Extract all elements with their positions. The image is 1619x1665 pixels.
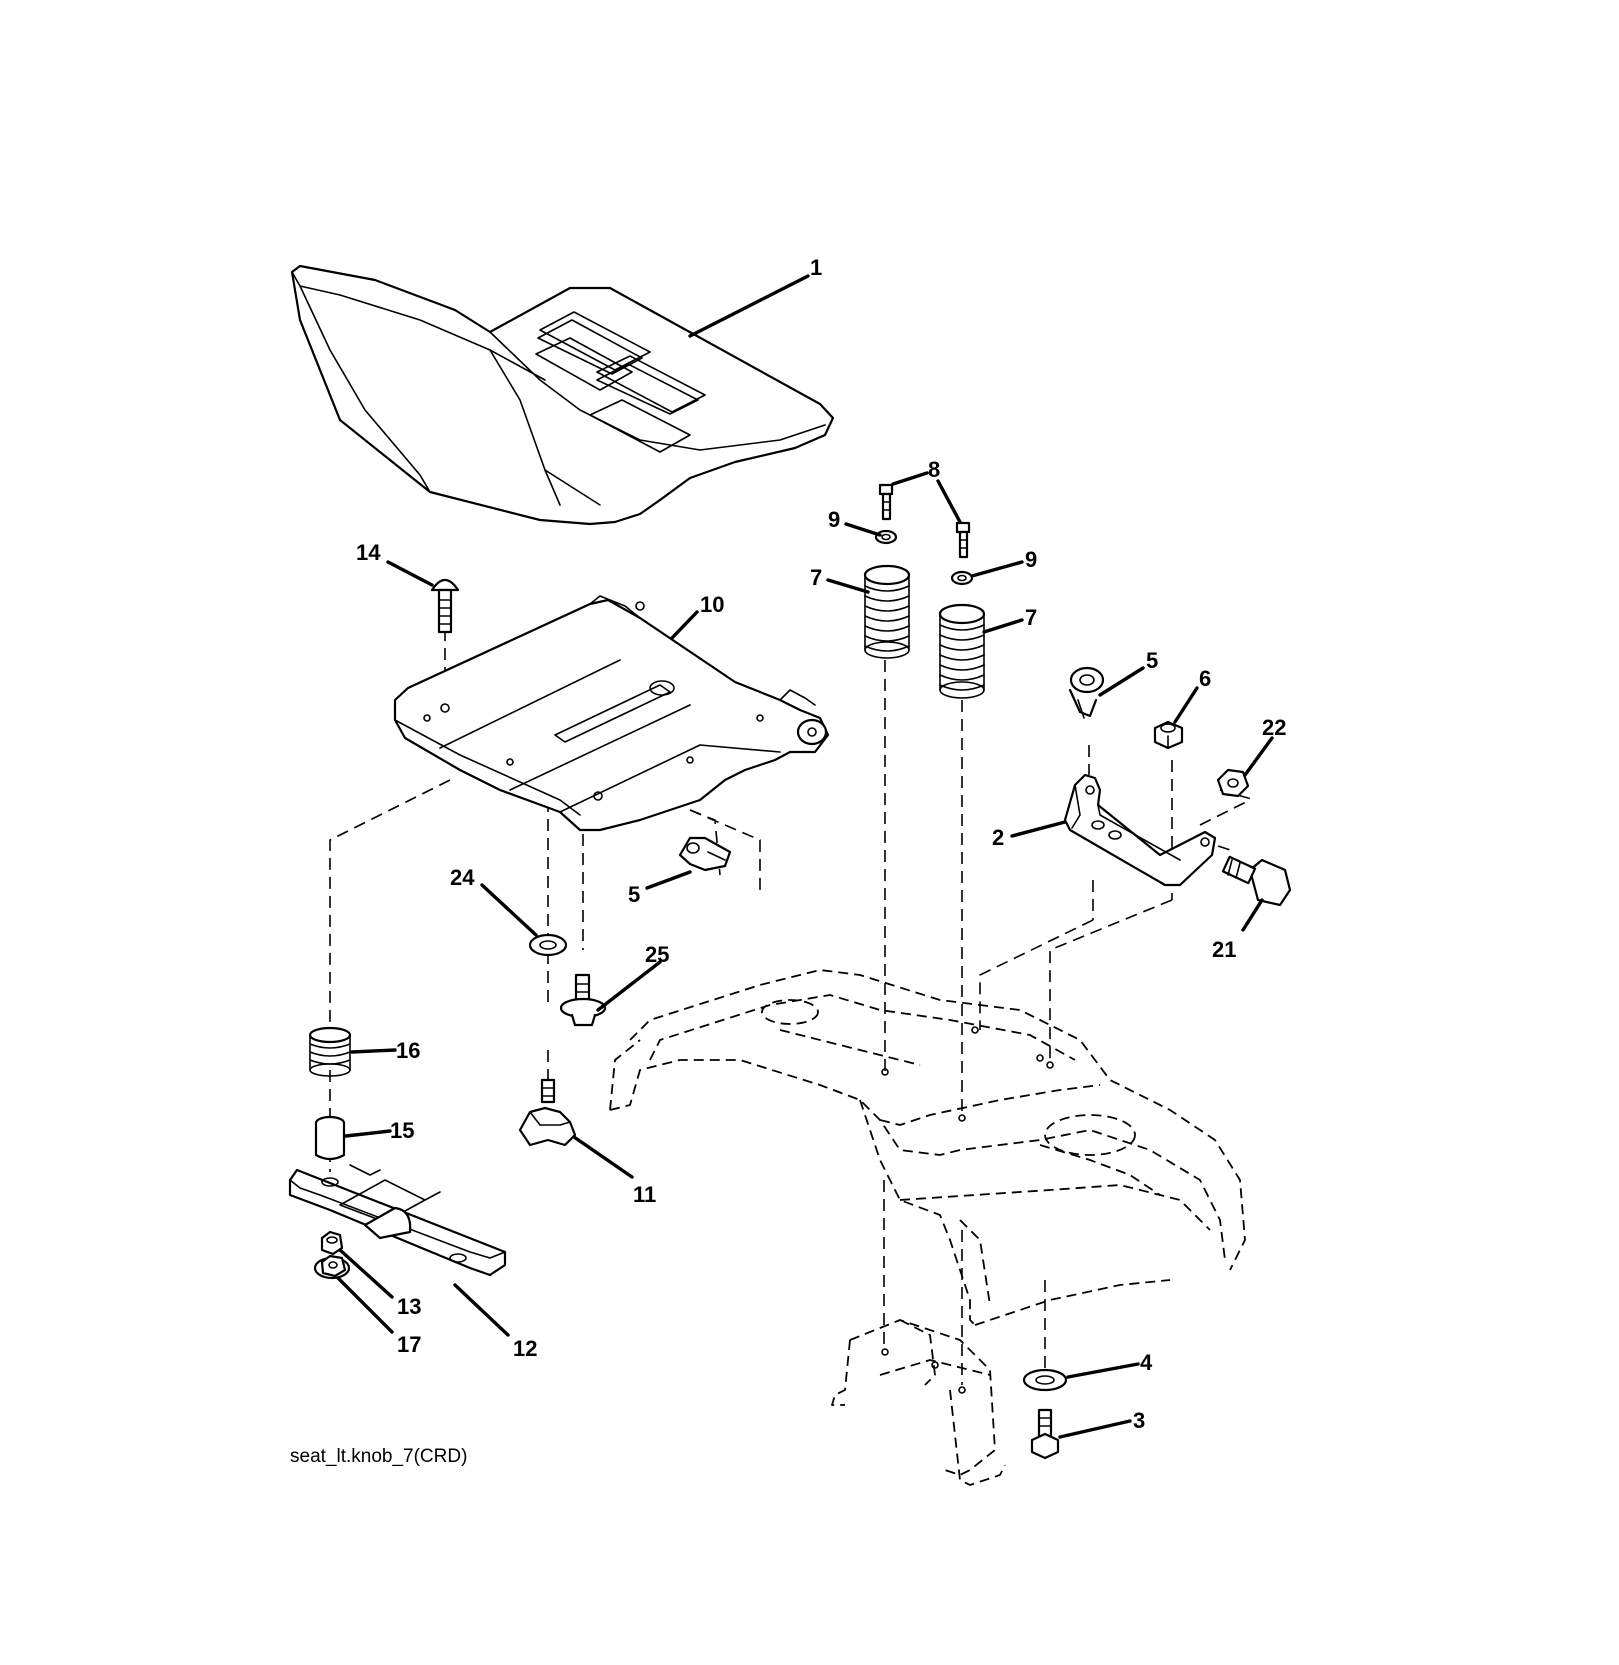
- callout-3: 3: [1133, 1408, 1145, 1433]
- lock-nut: [1216, 768, 1250, 798]
- hex-nut: [1153, 720, 1184, 750]
- washer-right: [950, 570, 974, 586]
- carriage-bolt: [430, 578, 460, 634]
- wire-clip-upper: [1068, 666, 1105, 719]
- callout-16: 16: [396, 1038, 420, 1063]
- callout-7: 7: [810, 565, 822, 590]
- callout-13: 13: [397, 1294, 421, 1319]
- compression-spring: [308, 1026, 352, 1077]
- callout-10: 10: [700, 592, 724, 617]
- frame-washer: [1022, 1368, 1068, 1392]
- callout-22: 22: [1262, 715, 1286, 740]
- hex-bolt-right: [955, 521, 971, 559]
- assembly-guide-lines: [329, 610, 1256, 1385]
- seat-cushion: [290, 264, 835, 526]
- callout-9: 9: [828, 507, 840, 532]
- hex-bolt-left: [878, 483, 894, 521]
- callout-2: 2: [992, 825, 1004, 850]
- callout-9: 9: [1025, 547, 1037, 572]
- callout-4: 4: [1140, 1350, 1153, 1375]
- seat-slide-rail: [288, 1164, 507, 1277]
- callout-24: 24: [450, 865, 475, 890]
- callout-5: 5: [628, 882, 640, 907]
- spring-right: [938, 603, 986, 699]
- seat-bracket: [1063, 773, 1217, 887]
- wire-clip-lower: [678, 836, 732, 872]
- callout-14: 14: [356, 540, 381, 565]
- spacer: [314, 1115, 346, 1161]
- flange-nut: [320, 1230, 344, 1256]
- callout-1: 1: [810, 255, 822, 280]
- callout-17: 17: [397, 1332, 421, 1357]
- callout-12: 12: [513, 1336, 537, 1361]
- callout-15: 15: [390, 1118, 414, 1143]
- callout-labels: 1 8 9 9 7 7 14 10 5 6 22 2 21 24 5 25 16…: [356, 255, 1286, 1433]
- flat-washer: [528, 933, 568, 957]
- shoulder-bolt: [1221, 855, 1292, 907]
- callout-7: 7: [1025, 605, 1037, 630]
- callout-21: 21: [1212, 937, 1236, 962]
- callout-6: 6: [1199, 666, 1211, 691]
- callout-25: 25: [645, 942, 669, 967]
- callout-5: 5: [1146, 648, 1158, 673]
- callout-11: 11: [633, 1182, 656, 1207]
- seat-adjust-knob: [518, 1078, 577, 1147]
- spring-left: [863, 564, 911, 659]
- seat-pan: [393, 595, 830, 832]
- shoulder-screw: [559, 973, 607, 1027]
- callout-8: 8: [928, 457, 940, 482]
- washer-left: [874, 529, 898, 545]
- figure-caption: seat_lt.knob_7(CRD): [290, 1446, 467, 1467]
- tractor-frame-outline: [609, 969, 1246, 1486]
- leader-lines: [336, 274, 1274, 1439]
- frame-bolt: [1030, 1408, 1060, 1460]
- hex-flange-nut: [313, 1254, 351, 1280]
